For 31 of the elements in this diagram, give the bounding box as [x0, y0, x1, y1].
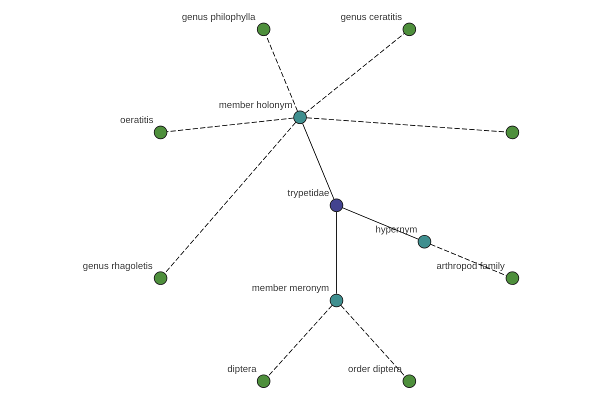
node-circle: [330, 294, 344, 308]
node-circle: [506, 271, 520, 285]
node-circle: [506, 126, 520, 140]
connector: [166, 118, 294, 132]
node-circle: [402, 374, 416, 388]
connector: [340, 304, 406, 377]
node-label: genus ceratitis: [340, 12, 402, 24]
connector: [302, 123, 334, 200]
node-circle: [293, 110, 307, 124]
connector: [430, 244, 507, 276]
connector: [306, 117, 506, 132]
connector: [164, 122, 296, 274]
node-label: trypetidae: [288, 188, 330, 199]
connector: [336, 211, 337, 294]
node-circle: [256, 374, 270, 388]
connector: [304, 32, 405, 114]
node-circle: [402, 22, 416, 36]
node-label: member holonym: [218, 100, 292, 112]
node-circle: [418, 234, 432, 248]
node-label: oeratitis: [120, 115, 154, 126]
node-circle: [154, 126, 168, 140]
connector: [268, 304, 333, 377]
node-label: order diptera: [348, 364, 402, 375]
node-label: genus rhagoletis: [82, 260, 153, 272]
node-label: diptera: [227, 364, 256, 375]
node-label: genus philophylla: [182, 12, 256, 24]
node-circle: [256, 22, 270, 36]
connector: [266, 35, 298, 112]
node-circle: [154, 271, 168, 285]
node-label: member meronym: [252, 283, 330, 294]
node-circle: [330, 198, 344, 212]
